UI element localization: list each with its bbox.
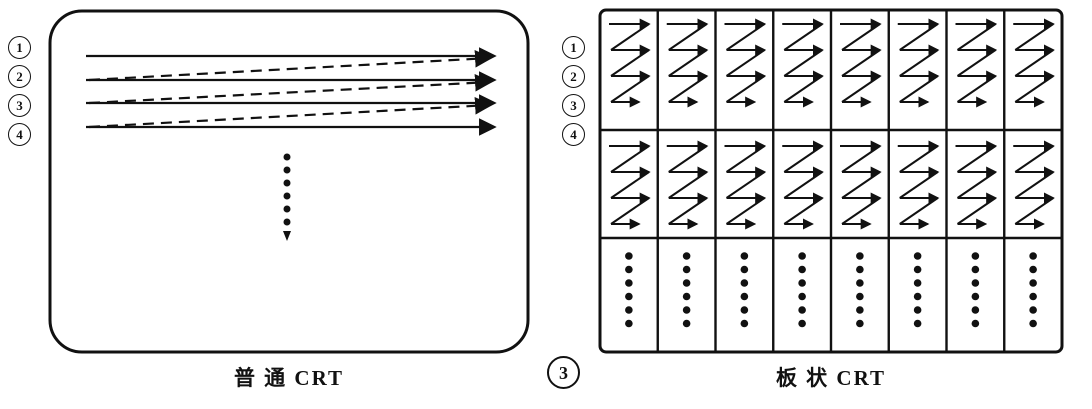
- flat-crt-dot-columns: [625, 252, 1037, 328]
- flat-crt-row-labels: 1 2 3 4: [562, 36, 585, 146]
- right-label-4: 4: [562, 123, 585, 146]
- flat-crt-caption: 板 状 CRT: [775, 366, 887, 390]
- left-label-1: 1: [8, 36, 31, 59]
- right-label-2: 2: [562, 65, 585, 88]
- right-label-3: 3: [562, 94, 585, 117]
- ordinary-crt-outline: [48, 9, 530, 354]
- left-label-3: 3: [8, 94, 31, 117]
- ordinary-crt-row-labels: 1 2 3 4: [8, 36, 31, 146]
- ordinary-crt-ellipsis-dots: [283, 153, 291, 241]
- right-label-1: 1: [562, 36, 585, 59]
- left-label-2: 2: [8, 65, 31, 88]
- left-label-4: 4: [8, 123, 31, 146]
- ordinary-crt-scan-lines: [86, 47, 497, 136]
- figure-index-label: 3: [547, 356, 580, 389]
- flat-crt-grid-lines: [600, 10, 1062, 352]
- ordinary-crt-caption: 普 通 CRT: [233, 366, 345, 390]
